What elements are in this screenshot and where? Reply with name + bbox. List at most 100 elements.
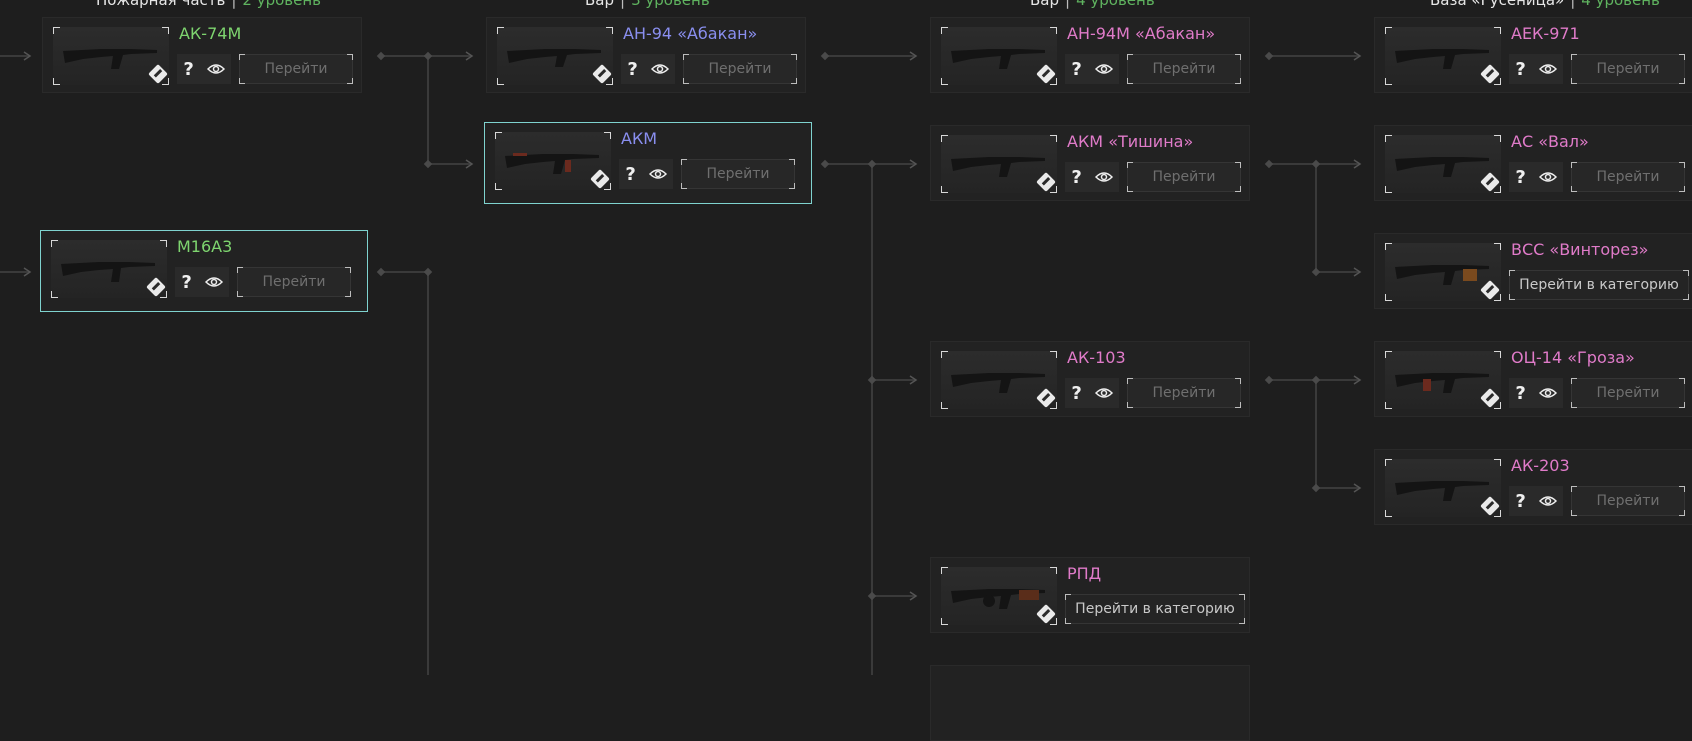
eye-icon[interactable] — [650, 63, 669, 75]
help-icon[interactable]: ? — [1515, 58, 1526, 80]
goto-label: Перейти — [1596, 169, 1660, 185]
goto-button[interactable]: Перейти — [1571, 378, 1685, 408]
weapon-thumbnail[interactable] — [1385, 459, 1501, 517]
weapon-thumbnail[interactable] — [941, 27, 1057, 85]
weapon-icons: ? — [621, 54, 675, 84]
help-icon[interactable]: ? — [1071, 166, 1082, 188]
column-header-4: База «Гусеница»|4 уровень — [1430, 0, 1660, 9]
goto-button[interactable]: Перейти — [1127, 378, 1241, 408]
weapon-name: АН-94 «Абакан» — [623, 24, 758, 43]
weapon-icons: ? — [1509, 378, 1563, 408]
eye-icon[interactable] — [206, 63, 225, 75]
weapon-card-ak103[interactable]: АК-103 ? Перейти — [930, 341, 1250, 417]
weapon-thumbnail[interactable] — [495, 132, 611, 190]
weapon-card-ak74m[interactable]: АК-74М ? Перейти — [42, 17, 362, 93]
weapon-card-vss[interactable]: ВСС «Винторез» Перейти в категорию — [1374, 233, 1692, 309]
goto-label: Перейти — [1596, 493, 1660, 509]
tree-connectors — [0, 51, 1362, 675]
weapon-name: АС «Вал» — [1511, 132, 1589, 151]
weapon-card-an94m[interactable]: АН-94М «Абакан» ? Перейти — [930, 17, 1250, 93]
help-icon[interactable]: ? — [183, 58, 194, 80]
weapon-name: РПД — [1067, 564, 1102, 583]
goto-label: Перейти — [708, 61, 772, 77]
goto-button[interactable]: Перейти — [1127, 54, 1241, 84]
weapon-card-ots14[interactable]: ОЦ-14 «Гроза» ? Перейти — [1374, 341, 1692, 417]
weapon-thumbnail[interactable] — [1385, 351, 1501, 409]
goto-button[interactable]: Перейти — [239, 54, 353, 84]
weapon-card-rpd[interactable]: РПД Перейти в категорию — [930, 557, 1250, 633]
help-icon[interactable]: ? — [627, 58, 638, 80]
column-level: 4 уровень — [1581, 0, 1660, 9]
separator: | — [231, 0, 237, 9]
rifle-icon — [61, 262, 155, 282]
help-icon[interactable]: ? — [1071, 58, 1082, 80]
weapon-card-an94[interactable]: АН-94 «Абакан» ? Перейти — [486, 17, 806, 93]
weapon-name: АКМ «Тишина» — [1067, 132, 1194, 151]
weapon-card-m16a3[interactable]: M16A3 ? Перейти — [40, 230, 368, 312]
goto-button[interactable]: Перейти — [1571, 162, 1685, 192]
weapon-name: АН-94М «Абакан» — [1067, 24, 1216, 43]
help-icon[interactable]: ? — [1515, 382, 1526, 404]
goto-button[interactable]: Перейти — [683, 54, 797, 84]
weapon-thumbnail[interactable] — [53, 27, 169, 85]
weapon-icons: ? — [177, 54, 231, 84]
eye-icon[interactable] — [1538, 387, 1557, 399]
eye-icon[interactable] — [648, 168, 667, 180]
weapon-name: АК-203 — [1511, 456, 1570, 475]
weapon-card-akm-tishina[interactable]: АКМ «Тишина» ? Перейти — [930, 125, 1250, 201]
weapon-icons: ? — [1509, 54, 1563, 84]
help-icon[interactable]: ? — [1515, 490, 1526, 512]
separator: | — [620, 0, 626, 9]
column-header-3: Бар|4 уровень — [1030, 0, 1155, 9]
weapon-card-partial[interactable] — [930, 665, 1250, 741]
weapon-name: M16A3 — [177, 237, 233, 256]
rifle-icon — [1395, 265, 1489, 285]
column-title: Бар — [585, 0, 615, 9]
weapon-thumbnail[interactable] — [51, 240, 167, 298]
column-level: 4 уровень — [1076, 0, 1155, 9]
goto-label: Перейти — [262, 274, 326, 290]
weapon-thumbnail[interactable] — [941, 135, 1057, 193]
goto-button[interactable]: Перейти — [1127, 162, 1241, 192]
goto-button[interactable]: Перейти — [1571, 486, 1685, 516]
goto-button[interactable]: Перейти — [1571, 54, 1685, 84]
eye-icon[interactable] — [1538, 171, 1557, 183]
rifle-icon — [1395, 373, 1489, 393]
help-icon[interactable]: ? — [1071, 382, 1082, 404]
rifle-icon — [1395, 157, 1489, 177]
help-icon[interactable]: ? — [181, 271, 192, 293]
column-title: Бар — [1030, 0, 1060, 9]
eye-icon[interactable] — [1538, 63, 1557, 75]
goto-category-button[interactable]: Перейти в категорию — [1065, 594, 1245, 624]
weapon-icons: ? — [1065, 378, 1119, 408]
weapon-thumbnail[interactable] — [941, 567, 1057, 625]
separator: | — [1570, 0, 1576, 9]
weapon-card-ak203[interactable]: АК-203 ? Перейти — [1374, 449, 1692, 525]
eye-icon[interactable] — [1094, 63, 1113, 75]
weapon-thumbnail[interactable] — [1385, 135, 1501, 193]
weapon-thumbnail[interactable] — [497, 27, 613, 85]
weapon-card-as-val[interactable]: АС «Вал» ? Перейти — [1374, 125, 1692, 201]
weapon-name: ВСС «Винторез» — [1511, 240, 1649, 259]
weapon-card-akm[interactable]: АКМ ? Перейти — [484, 122, 812, 204]
eye-icon[interactable] — [1538, 495, 1557, 507]
weapon-thumbnail[interactable] — [941, 351, 1057, 409]
goto-button[interactable]: Перейти — [681, 159, 795, 189]
weapon-thumbnail[interactable] — [1385, 27, 1501, 85]
weapon-card-aek971[interactable]: АЕК-971 ? Перейти — [1374, 17, 1692, 93]
rifle-icon — [1395, 49, 1489, 69]
weapon-name: АЕК-971 — [1511, 24, 1580, 43]
goto-button[interactable]: Перейти — [237, 267, 351, 297]
goto-label: Перейти — [1152, 169, 1216, 185]
help-icon[interactable]: ? — [625, 163, 636, 185]
eye-icon[interactable] — [1094, 387, 1113, 399]
column-header-2: Бар|3 уровень — [585, 0, 710, 9]
help-icon[interactable]: ? — [1515, 166, 1526, 188]
goto-category-button[interactable]: Перейти в категорию — [1509, 270, 1689, 300]
weapon-thumbnail[interactable] — [1385, 243, 1501, 301]
eye-icon[interactable] — [1094, 171, 1113, 183]
goto-label: Перейти — [1152, 385, 1216, 401]
eye-icon[interactable] — [204, 276, 223, 288]
goto-label: Перейти — [264, 61, 328, 77]
weapon-name: АК-74М — [179, 24, 242, 43]
